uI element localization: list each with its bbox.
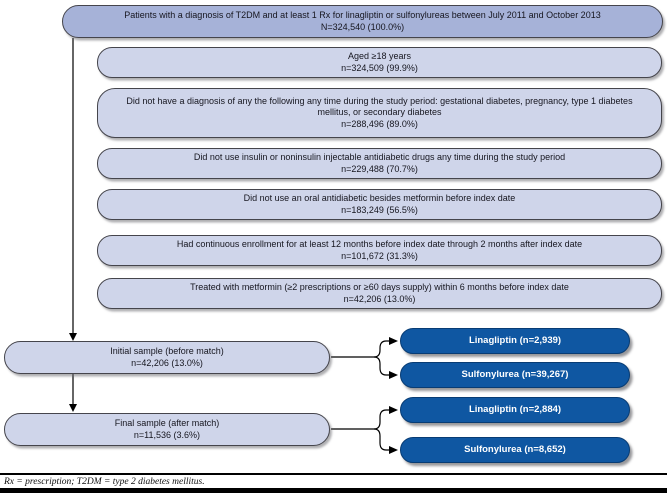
criterion-text: Did not use an oral antidiabetic besides… <box>243 193 516 203</box>
initial-sample-count: n=42,206 (13.0%) <box>131 357 203 368</box>
criterion-text: Did not have a diagnosis of any the foll… <box>126 95 633 118</box>
footnote-top-rule <box>0 473 667 475</box>
criterion-box-no-other-oral: Did not use an oral antidiabetic besides… <box>97 189 662 220</box>
final-sample-count: n=11,536 (3.6%) <box>133 429 201 440</box>
population-box: Patients with a diagnosis of T2DM and at… <box>62 5 663 38</box>
criterion-count: n=324,509 (99.9%) <box>341 62 418 73</box>
criterion-count: n=229,488 (70.7%) <box>341 163 418 174</box>
criterion-text: Had continuous enrollment for at least 1… <box>176 239 583 249</box>
arm-box-linagliptin-after-match: Linagliptin (n=2,884) <box>400 397 630 423</box>
criterion-text: Treated with metformin (≥2 prescriptions… <box>190 282 569 292</box>
criterion-box-metformin: Treated with metformin (≥2 prescriptions… <box>97 278 662 309</box>
footnote: Rx = prescription; T2DM = type 2 diabete… <box>4 477 205 487</box>
criterion-box-no-insulin: Did not use insulin or noninsulin inject… <box>97 148 662 179</box>
arm-label: Linagliptin (n=2,884) <box>468 404 562 416</box>
criterion-box-enrollment: Had continuous enrollment for at least 1… <box>97 235 662 266</box>
criterion-count: n=101,672 (31.3%) <box>341 250 418 261</box>
final-sample-box: Final sample (after match) n=11,536 (3.6… <box>4 413 330 446</box>
arm-box-sulfonylurea-before-match: Sulfonylurea (n=39,267) <box>400 362 630 388</box>
arm-label: Linagliptin (n=2,939) <box>468 335 562 347</box>
criterion-text: Did not use insulin or noninsulin inject… <box>193 152 566 162</box>
arm-label: Sulfonylurea (n=39,267) <box>461 369 569 381</box>
population-count: N=324,540 (100.0%) <box>320 21 405 32</box>
criterion-count: n=288,496 (89.0%) <box>341 118 418 129</box>
initial-sample-box: Initial sample (before match) n=42,206 (… <box>4 341 330 374</box>
criterion-text: Aged ≥18 years <box>348 51 411 61</box>
criterion-box-diagnosis-exclusions: Did not have a diagnosis of any the foll… <box>97 88 662 138</box>
arm-box-linagliptin-before-match: Linagliptin (n=2,939) <box>400 328 630 354</box>
final-sample-text: Final sample (after match) <box>114 418 220 428</box>
arm-label: Sulfonylurea (n=8,652) <box>464 444 566 456</box>
figure-bottom-rule <box>0 488 667 493</box>
criterion-box-age: Aged ≥18 years n=324,509 (99.9%) <box>97 47 662 78</box>
arm-box-sulfonylurea-after-match: Sulfonylurea (n=8,652) <box>400 437 630 463</box>
criterion-count: n=42,206 (13.0%) <box>343 293 416 304</box>
initial-sample-text: Initial sample (before match) <box>110 346 224 356</box>
population-text: Patients with a diagnosis of T2DM and at… <box>124 10 601 20</box>
criterion-count: n=183,249 (56.5%) <box>341 204 418 215</box>
